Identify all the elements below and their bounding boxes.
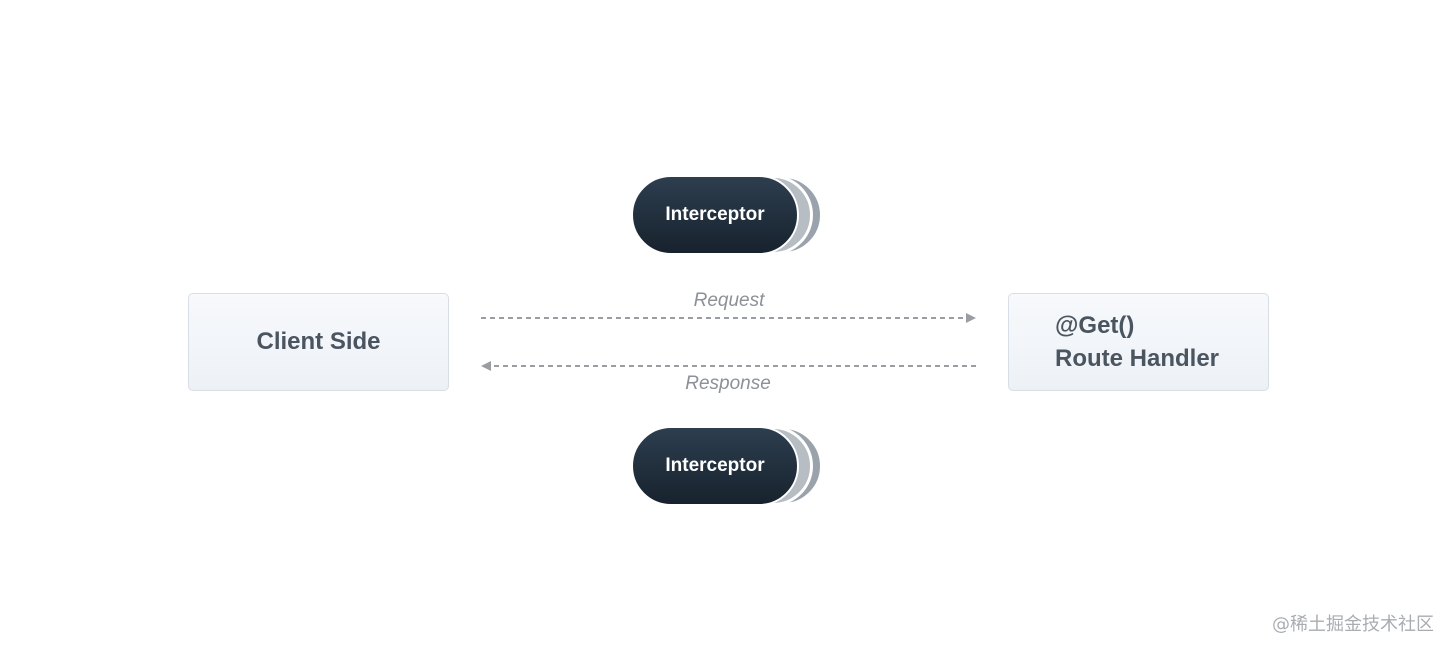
interceptor-pill: Interceptor xyxy=(631,175,799,255)
interceptor-top: Interceptor xyxy=(631,175,831,255)
response-label: Response xyxy=(685,373,771,394)
route-decorator-label: @Get() xyxy=(1055,312,1135,339)
response-arrow xyxy=(481,361,976,371)
route-handler-label: Route Handler xyxy=(1055,345,1220,372)
request-label: Request xyxy=(693,290,765,311)
watermark: @稀土掘金技术社区 xyxy=(1272,614,1434,635)
route-handler-box: @Get() Route Handler xyxy=(1008,293,1269,391)
interceptor-bottom: Interceptor xyxy=(631,426,831,506)
client-side-box: Client Side xyxy=(188,293,449,391)
client-side-label: Client Side xyxy=(256,328,381,355)
interceptor-label: Interceptor xyxy=(665,204,765,225)
request-arrow xyxy=(481,313,976,323)
interceptor-label: Interceptor xyxy=(665,455,765,476)
interceptor-pill: Interceptor xyxy=(631,426,799,506)
